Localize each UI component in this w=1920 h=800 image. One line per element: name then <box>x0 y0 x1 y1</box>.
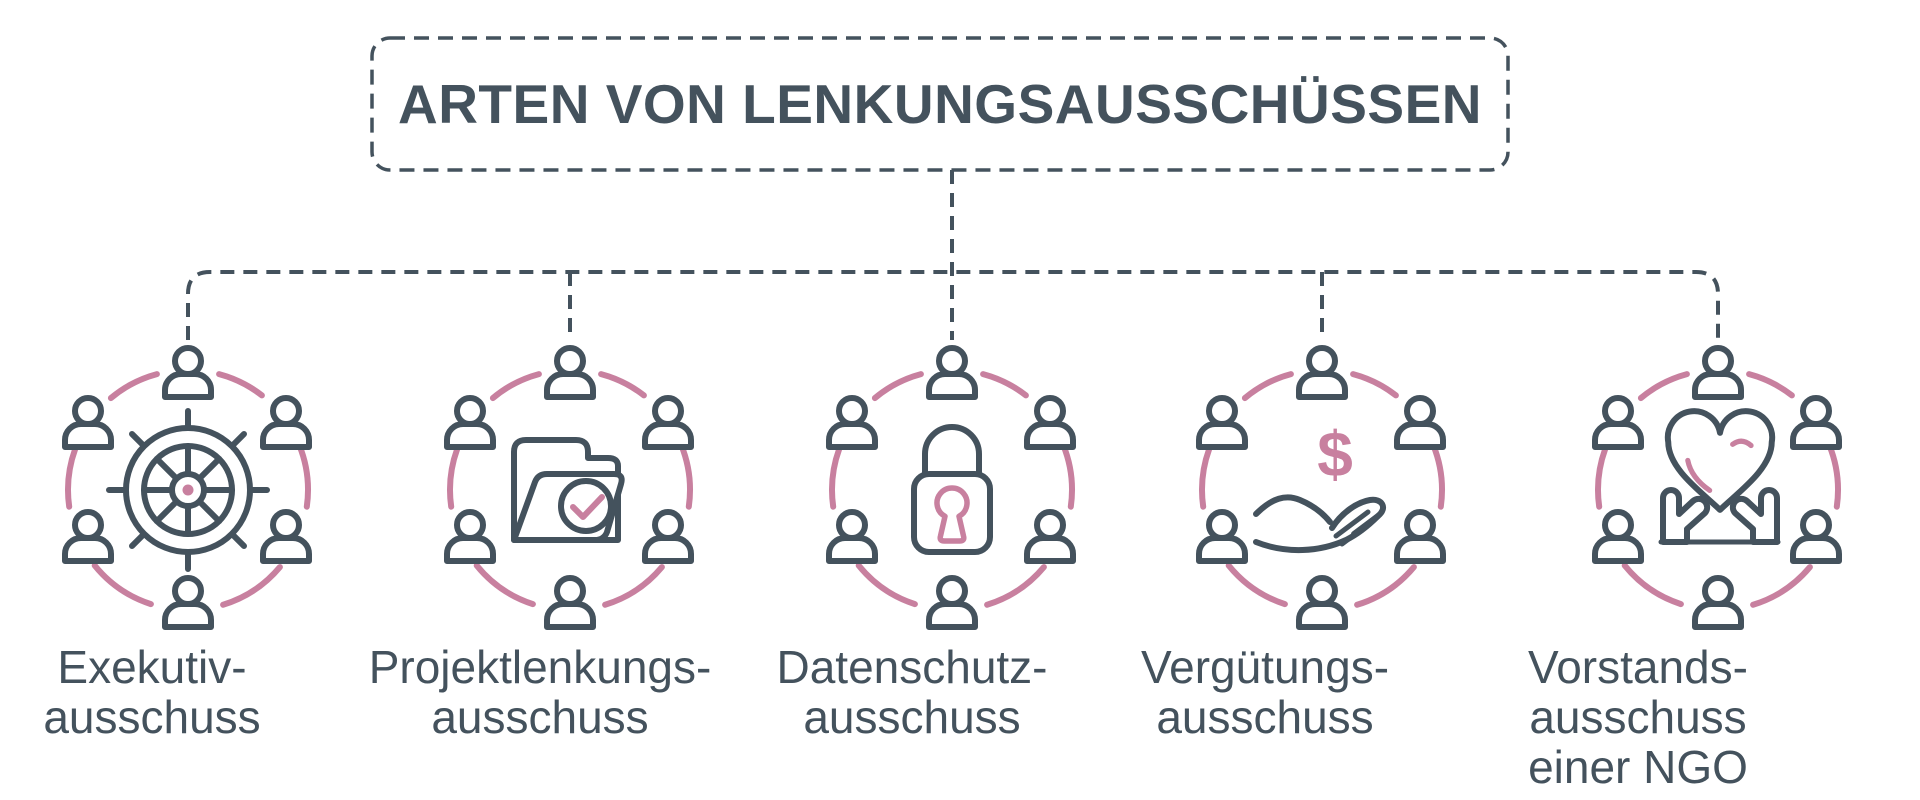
committee-group-exekutiv <box>38 340 338 640</box>
group-label-vorstand-ngo: Vorstands- ausschuss einer NGO <box>1528 641 1748 793</box>
title-box: ARTEN VON LENKUNGSAUSSCHÜSSEN <box>372 38 1508 170</box>
group-label-exekutiv: Exekutiv- ausschuss <box>43 641 261 743</box>
committee-group-verguetung: $ <box>1172 340 1472 640</box>
group-label-verguetung: Vergütungs- ausschuss <box>1140 641 1390 743</box>
committee-group-projektlenkung <box>420 340 720 640</box>
title-frame <box>370 36 1510 172</box>
padlock-icon <box>911 424 993 555</box>
group-label-datenschutz: Datenschutz- ausschuss <box>776 641 1048 743</box>
ship-wheel-icon <box>106 408 270 572</box>
group-label-projektlenkung: Projektlenkungs- ausschuss <box>368 641 712 743</box>
heart-hands-icon <box>1658 408 1781 545</box>
committee-group-datenschutz <box>802 340 1102 640</box>
money-hand-icon: $ <box>1253 418 1387 553</box>
dollar-sign: $ <box>1317 418 1353 490</box>
folder-check-icon <box>511 437 625 543</box>
page-title: ARTEN VON LENKUNGSAUSSCHÜSSEN <box>397 73 1483 135</box>
committee-group-vorstand-ngo <box>1568 340 1868 640</box>
